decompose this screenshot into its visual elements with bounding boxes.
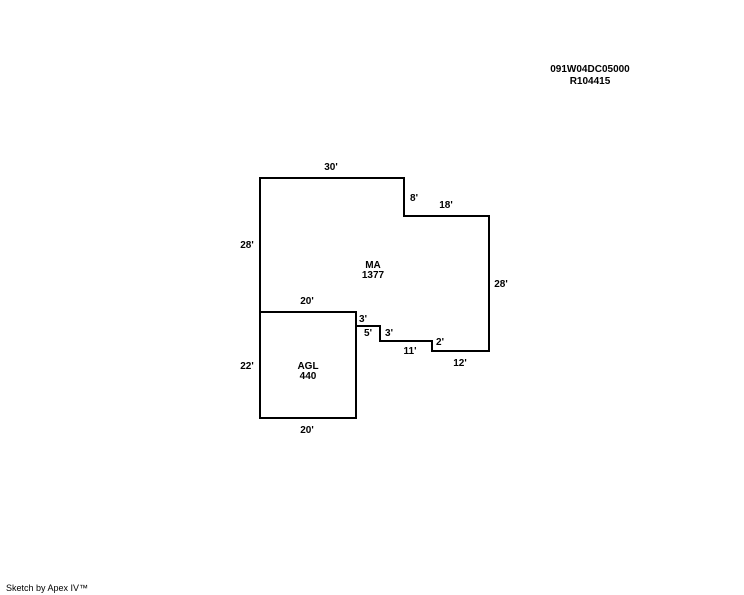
dim-agl-bottom: 20' [300,425,314,436]
parcel-id: 091W04DC05000 [550,64,630,75]
dim-agl-left: 22' [240,361,254,372]
dim-step-2: 2' [436,337,444,348]
account-number: R104415 [569,76,611,87]
ma-label: MA [365,260,381,271]
dim-ma-left: 28' [240,240,254,251]
footer-credit: Sketch by Apex IV™ [6,583,89,593]
dim-ma-notch: 8' [410,193,418,204]
dim-agl-top: 20' [300,296,314,307]
dim-step-3a: 3' [359,314,367,325]
header-ids: 091W04DC05000 R104415 [540,64,640,88]
main-area-outline [259,177,490,352]
dim-step-11: 11' [404,346,417,357]
dim-ma-top-right: 18' [439,200,453,211]
agl-label: AGL [297,361,318,372]
dim-ma-top: 30' [324,162,338,173]
dim-ma-bottom-right: 12' [453,358,467,369]
ma-area: 1377 [362,270,385,281]
dim-ma-right: 28' [494,279,508,290]
garage-outline [259,311,357,419]
agl-area: 440 [300,371,317,382]
dim-step-3b: 3' [385,328,393,339]
dim-step-5: 5' [364,328,372,339]
